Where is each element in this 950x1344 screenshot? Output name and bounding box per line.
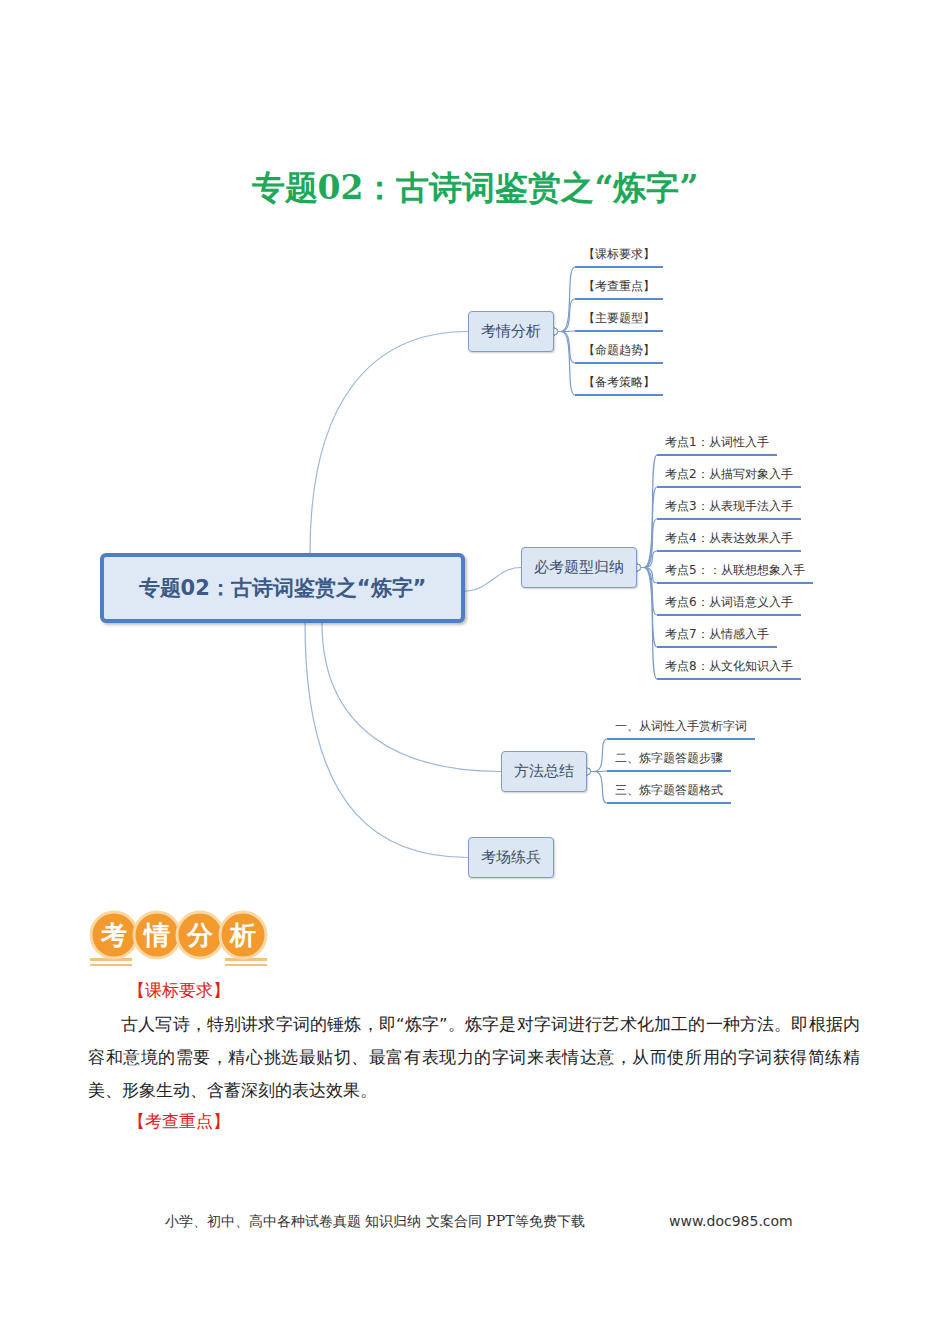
mindmap-connector [637,551,657,568]
node-text: 必考题型归纳 [534,558,624,577]
mindmap-connector [587,772,607,804]
banner-bar [90,964,132,966]
leaf-item: 考点2：从描写对象入手 [657,466,801,488]
node-text: 考点8：从文化知识入手 [665,659,793,673]
footer-text: 小学、初中、高中各种试卷真题 知识归纳 文案合同 PPT等免费下载 [165,1213,585,1231]
leaf-item: 二、炼字题答题步骤 [607,750,731,772]
node-text: 考场练兵 [481,848,541,867]
node-text: 方法总结 [514,762,574,781]
mindmap-connector [637,455,657,568]
node-text: 考点7：从情感入手 [665,627,769,641]
node-text: 一、从词性入手赏析字词 [615,719,747,733]
leaf-item: 【命题趋势】 [575,342,663,364]
node-text: 三、炼字题答题格式 [615,783,723,797]
node-text: 【课标要求】 [583,247,655,261]
section-heading: 【课标要求】 [128,979,230,1002]
mindmap-connector [554,332,575,396]
mindmap-connector [637,487,657,568]
leaf-item: 考点6：从词语意义入手 [657,594,801,616]
section-banner-text: 考情分析 [101,918,273,952]
page-title: 专题02：古诗词鉴赏之“炼字” [0,166,950,211]
node-text: 考点6：从词语意义入手 [665,595,793,609]
mindmap-connector [305,623,468,858]
node-text: 专题02：古诗词鉴赏之“炼字” [139,574,427,602]
branch-box: 必考题型归纳 [521,547,637,588]
mindmap-connector [554,332,575,364]
node-text: 考情分析 [481,322,541,341]
node-text: 考点5：：从联想想象入手 [665,563,805,577]
mindmap-connector [554,267,575,332]
node-text: 二、炼字题答题步骤 [615,751,723,765]
mindmap-connector [637,568,657,680]
mindmap-connector [637,519,657,568]
leaf-item: 考点5：：从联想想象入手 [657,562,813,584]
leaf-item: 考点7：从情感入手 [657,626,777,648]
mindmap-connector [637,568,657,616]
section-heading: 【考查重点】 [128,1110,230,1133]
node-text: 考点2：从描写对象入手 [665,467,793,481]
mindmap-connector [554,299,575,332]
node-text: 【主要题型】 [583,311,655,325]
leaf-item: 考点1：从词性入手 [657,434,777,456]
node-text: 【命题趋势】 [583,343,655,357]
branch-box: 方法总结 [501,751,587,792]
leaf-item: 考点3：从表现手法入手 [657,498,801,520]
node-text: 【备考策略】 [583,375,655,389]
node-text: 考点1：从词性入手 [665,435,769,449]
leaf-item: 考点8：从文化知识入手 [657,658,801,680]
leaf-item: 三、炼字题答题格式 [607,782,731,804]
branch-box: 考情分析 [468,311,554,352]
leaf-item: 【备考策略】 [575,374,663,396]
mindmap-connector [310,332,468,554]
footer-url: www.doc985.com [669,1213,793,1229]
mindmap-connector [637,568,657,648]
mindmap-connector [322,623,501,772]
node-text: 【考查重点】 [583,279,655,293]
node-text: 考点3：从表现手法入手 [665,499,793,513]
leaf-item: 考点4：从表达效果入手 [657,530,801,552]
leaf-item: 【主要题型】 [575,310,663,332]
leaf-item: 一、从词性入手赏析字词 [607,718,755,740]
mindmap-connector [465,568,521,592]
body-paragraph: 古人写诗，特别讲求字词的锤炼，即“炼字”。炼字是对字词进行艺术化加工的一种方法。… [88,1008,860,1107]
banner-bar [225,964,267,966]
node-text: 考点4：从表达效果入手 [665,531,793,545]
mindmap-connector [587,739,607,772]
leaf-item: 【考查重点】 [575,278,663,300]
central-topic-box: 专题02：古诗词鉴赏之“炼字” [100,553,465,623]
branch-box: 考场练兵 [468,837,554,878]
leaf-item: 【课标要求】 [575,246,663,268]
